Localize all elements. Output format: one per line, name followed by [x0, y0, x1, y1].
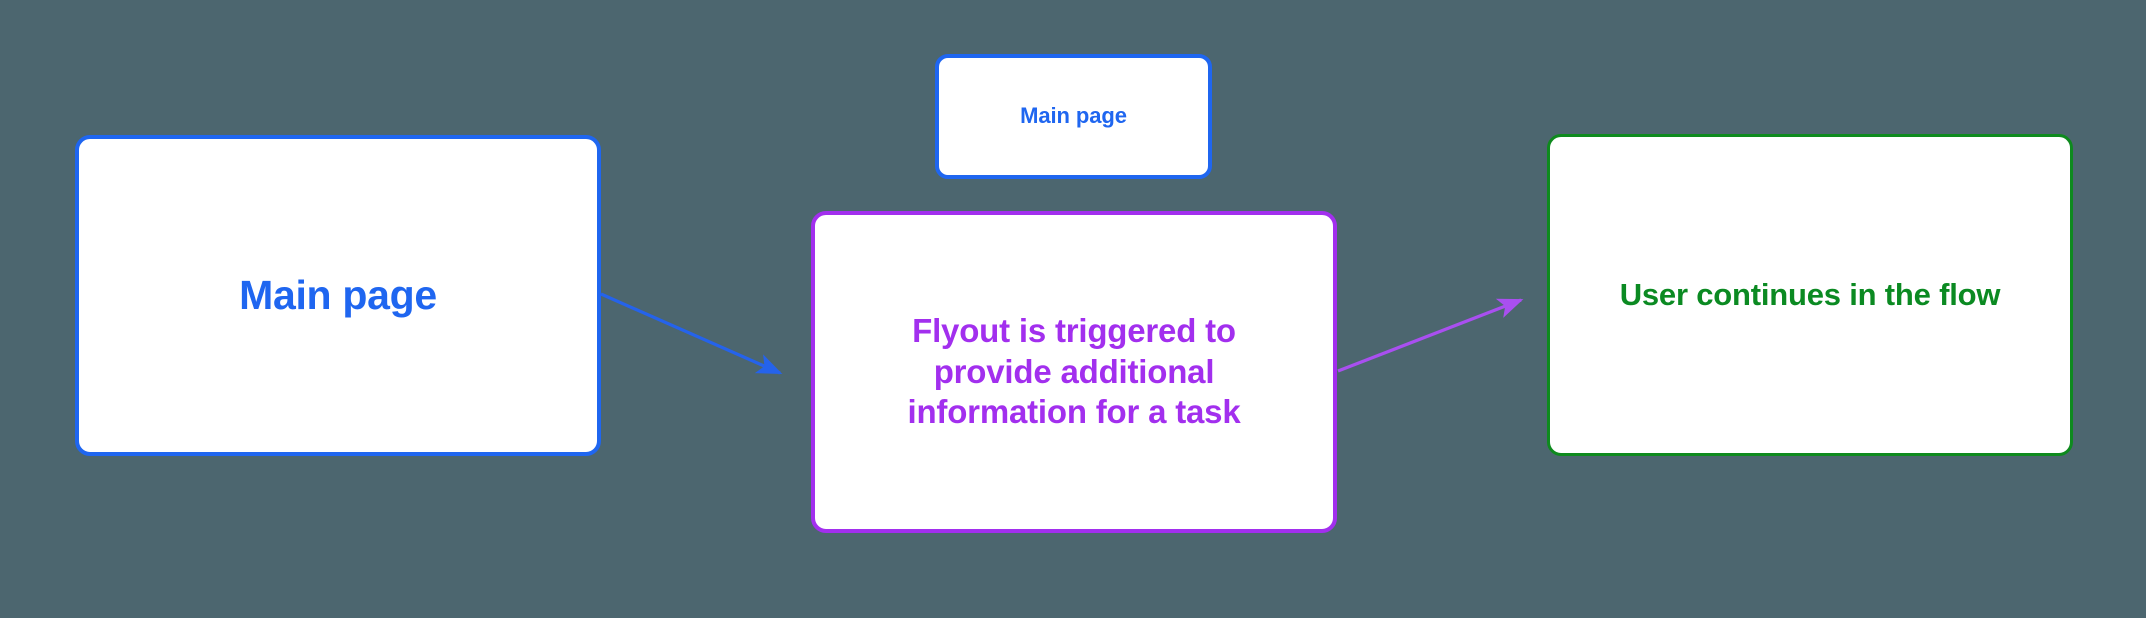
- node-main-page-large-label: Main page: [239, 272, 437, 319]
- node-user-continues-label: User continues in the flow: [1619, 277, 2001, 313]
- edge-flyout-to-user-continues: [1337, 298, 1524, 373]
- node-main-page-large[interactable]: Main page: [75, 135, 601, 456]
- node-main-page-small[interactable]: Main page: [935, 54, 1212, 179]
- node-user-continues[interactable]: User continues in the flow: [1547, 134, 2073, 456]
- node-flyout-label: Flyout is triggered to provide additiona…: [907, 312, 1241, 431]
- node-flyout[interactable]: Flyout is triggered to provide additiona…: [811, 211, 1337, 533]
- node-main-page-small-label: Main page: [1020, 103, 1127, 129]
- edge-main-page-to-flyout: [600, 292, 783, 375]
